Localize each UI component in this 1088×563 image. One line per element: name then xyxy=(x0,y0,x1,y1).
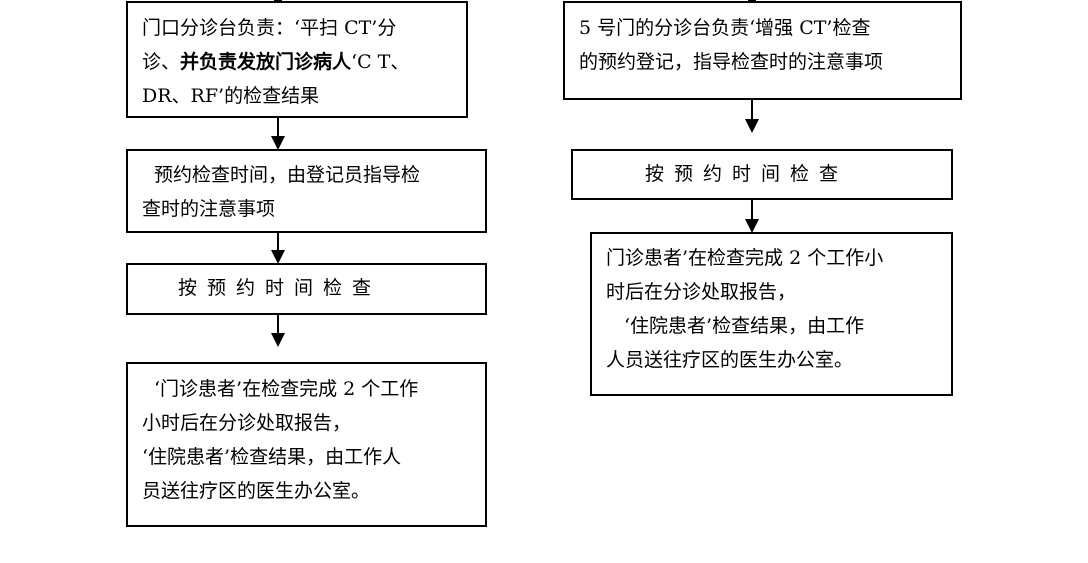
right-step-1-line-2: 的预约登记，指导检查时的注意事项 xyxy=(579,51,884,73)
left-step-1-line-1: 门口分诊台负责：‘平扫 CT’分 xyxy=(142,17,397,39)
right-step-3-line-1: 门诊患者’在检查完成 2 个工作小 xyxy=(606,247,884,269)
left-step-4-line-2: 小时后在分诊处取报告， xyxy=(142,412,352,434)
left-step-2-line-1: 预约检查时间，由登记员指导检 xyxy=(154,164,421,186)
left-step-1-line-2-plain: 诊、 xyxy=(142,51,181,73)
left-arrow-3 xyxy=(271,315,285,347)
left-step-1-line-2: 诊、并负责发放门诊病人‘C T、 xyxy=(142,45,452,79)
left-step-4-report: ‘门诊患者’在检查完成 2 个工作 小时后在分诊处取报告， ‘住院患者’检查结果… xyxy=(126,362,487,527)
left-arrow-1 xyxy=(271,118,285,150)
left-step-2-schedule: 预约检查时间，由登记员指导检 查时的注意事项 xyxy=(126,149,487,233)
left-step-3-line-1: 按预约时间检查 xyxy=(178,277,382,299)
left-step-4-line-3: ‘住院患者’检查结果，由工作人 xyxy=(142,446,402,468)
left-step-3-exam: 按预约时间检查 xyxy=(126,263,487,315)
left-step-4-line-4: 员送往疗区的医生办公室。 xyxy=(142,480,371,502)
right-step-2-exam: 按预约时间检查 xyxy=(571,149,953,200)
right-step-3-line-4: 人员送往疗区的医生办公室。 xyxy=(606,349,854,371)
left-step-1-line-2-tail: ‘C T、 xyxy=(351,51,410,73)
right-step-3-report: 门诊患者’在检查完成 2 个工作小 时后在分诊处取报告， ‘住院患者’检查结果，… xyxy=(590,232,953,396)
right-step-2-line-1: 按预约时间检查 xyxy=(645,163,849,185)
right-step-1-line-1: 5 号门的分诊台负责‘增强 CT’检查 xyxy=(579,17,871,39)
left-step-1-line-2-bold: 并负责发放门诊病人 xyxy=(180,51,352,73)
right-arrow-2 xyxy=(745,200,759,233)
right-step-1-door5-triage: 5 号门的分诊台负责‘增强 CT’检查 的预约登记，指导检查时的注意事项 xyxy=(563,1,962,100)
left-step-1-triage-desk: 门口分诊台负责：‘平扫 CT’分 诊、并负责发放门诊病人‘C T、 DR、RF’… xyxy=(126,1,468,118)
right-step-3-line-3: ‘住院患者’检查结果，由工作 xyxy=(624,315,865,337)
right-step-3-line-2: 时后在分诊处取报告， xyxy=(606,281,797,303)
left-step-2-line-2: 查时的注意事项 xyxy=(142,198,276,220)
left-step-4-line-1: ‘门诊患者’在检查完成 2 个工作 xyxy=(154,378,419,400)
left-arrow-2 xyxy=(271,233,285,264)
left-step-1-line-3: DR、RF’的检查结果 xyxy=(142,85,320,107)
right-arrow-1 xyxy=(745,100,759,133)
